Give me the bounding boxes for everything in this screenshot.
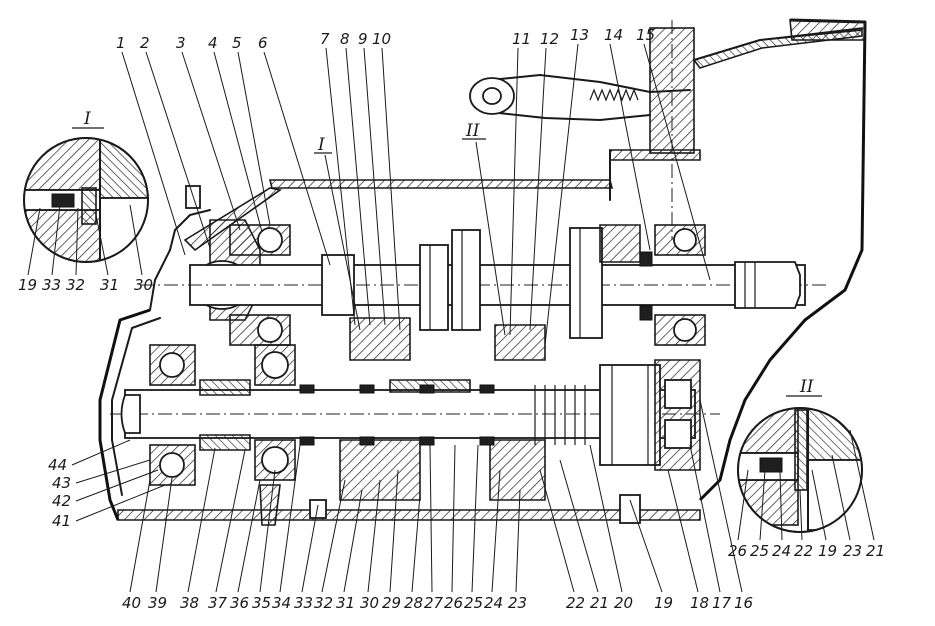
callout-10: 10 xyxy=(372,30,391,48)
label-detail-I-32: 32 xyxy=(66,276,85,294)
label-detail-II-21: 21 xyxy=(866,542,885,560)
callout-4: 4 xyxy=(208,34,218,52)
callout-18: 18 xyxy=(690,594,709,612)
label-detail-II-22: 22 xyxy=(794,542,813,560)
callout-11: 11 xyxy=(512,30,531,48)
label-detail-II-23: 23 xyxy=(843,542,862,560)
detail-I-title: I xyxy=(83,109,91,129)
callout-32: 32 xyxy=(314,594,333,612)
callout-28: 28 xyxy=(404,594,423,612)
callout-23: 23 xyxy=(508,594,527,612)
callout-19: 19 xyxy=(654,594,673,612)
callout-1: 1 xyxy=(116,34,126,52)
callout-22: 22 xyxy=(566,594,585,612)
left-callouts: 44 43 42 41 xyxy=(48,439,166,530)
callout-33: 33 xyxy=(294,594,313,612)
callout-17: 17 xyxy=(712,594,732,612)
label-detail-I-33: 33 xyxy=(42,276,61,294)
callout-40: 40 xyxy=(122,594,141,612)
callout-16: 16 xyxy=(734,594,753,612)
callout-44: 44 xyxy=(48,456,67,474)
callout-43: 43 xyxy=(52,474,71,492)
callout-37: 37 xyxy=(208,594,228,612)
callout-39: 39 xyxy=(148,594,167,612)
label-detail-II-25: 25 xyxy=(750,542,769,560)
detail-II-title: II xyxy=(799,377,814,397)
detail-view-I: I 19 33 32 31 30 xyxy=(18,109,153,294)
section-marks: I II xyxy=(314,121,506,336)
callout-38: 38 xyxy=(180,594,199,612)
detail-view-II: II 26 25 24 22 19 23 21 xyxy=(728,377,885,560)
callout-8: 8 xyxy=(340,30,350,48)
callout-14: 14 xyxy=(604,26,623,44)
main-shaft xyxy=(110,344,720,526)
label-detail-I-31: 31 xyxy=(100,276,119,294)
input-shaft xyxy=(140,219,830,361)
callout-20: 20 xyxy=(614,594,633,612)
callout-9: 9 xyxy=(358,30,368,48)
label-detail-I-30: 30 xyxy=(134,276,153,294)
callout-25: 25 xyxy=(464,594,483,612)
callout-26: 26 xyxy=(444,594,463,612)
callout-35: 35 xyxy=(252,594,271,612)
callout-6: 6 xyxy=(258,34,268,52)
callout-12: 12 xyxy=(540,30,559,48)
detail-II-labels: 26 25 24 22 19 23 21 xyxy=(728,429,885,560)
callout-36: 36 xyxy=(230,594,249,612)
callout-31: 31 xyxy=(336,594,355,612)
callout-41: 41 xyxy=(52,512,71,530)
callout-15: 15 xyxy=(636,26,655,44)
section-mark-II: II xyxy=(465,121,480,141)
callout-5: 5 xyxy=(232,34,242,52)
label-detail-II-26: 26 xyxy=(728,542,747,560)
shift-lever xyxy=(469,20,863,240)
detail-I-labels: 19 33 32 31 30 xyxy=(18,204,153,294)
callout-30: 30 xyxy=(360,594,379,612)
section-mark-I: I xyxy=(317,135,325,155)
callout-27: 27 xyxy=(424,594,444,612)
callout-42: 42 xyxy=(52,492,71,510)
label-detail-I-19: 19 xyxy=(18,276,37,294)
callout-13: 13 xyxy=(570,26,589,44)
top-callouts: 1 2 3 4 5 6 7 8 9 10 11 12 13 14 15 xyxy=(116,26,711,346)
label-detail-II-24: 24 xyxy=(772,542,791,560)
bottom-callouts: 40 39 38 37 36 35 34 33 32 31 30 29 28 2… xyxy=(122,399,753,612)
callout-2: 2 xyxy=(140,34,150,52)
label-detail-II-19: 19 xyxy=(818,542,837,560)
callout-24: 24 xyxy=(484,594,503,612)
callout-7: 7 xyxy=(320,30,330,48)
callout-34: 34 xyxy=(272,594,291,612)
callout-29: 29 xyxy=(382,594,401,612)
callout-3: 3 xyxy=(176,34,186,52)
callout-21: 21 xyxy=(590,594,609,612)
